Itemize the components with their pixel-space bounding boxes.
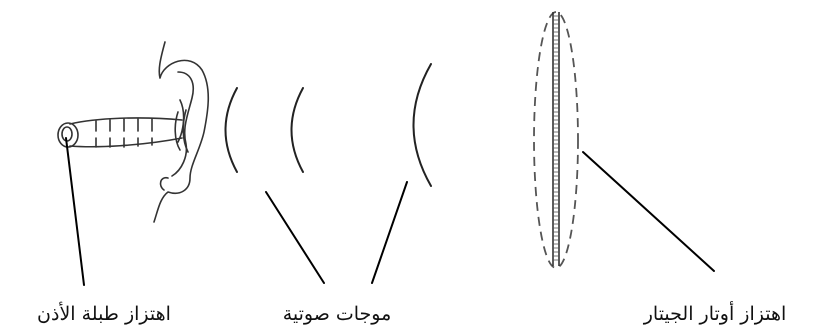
sound-wave-2 (292, 88, 304, 172)
ear-lobe (161, 178, 168, 190)
sound-wave-1 (226, 88, 238, 172)
sound-wave-3 (414, 64, 432, 186)
label-sound-waves: موجات صوتية (262, 302, 412, 326)
pointer-string (583, 152, 714, 271)
ear-canal-bottom (70, 138, 182, 147)
label-guitar-strings-vibration: اهتزاز أوتار الجيتار (620, 302, 810, 326)
ear-canal-top (70, 118, 182, 124)
sound-waves (226, 64, 432, 186)
pointer-eardrum (66, 138, 84, 285)
string-windings (553, 16, 559, 260)
pointer-wave-1 (266, 192, 324, 283)
guitar-string (534, 12, 578, 268)
label-eardrum-vibration: اهتزاز طبلة الأذن (24, 302, 184, 326)
pointer-wave-2 (372, 182, 407, 283)
pointer-lines (66, 138, 714, 285)
ear-illustration (58, 42, 208, 222)
